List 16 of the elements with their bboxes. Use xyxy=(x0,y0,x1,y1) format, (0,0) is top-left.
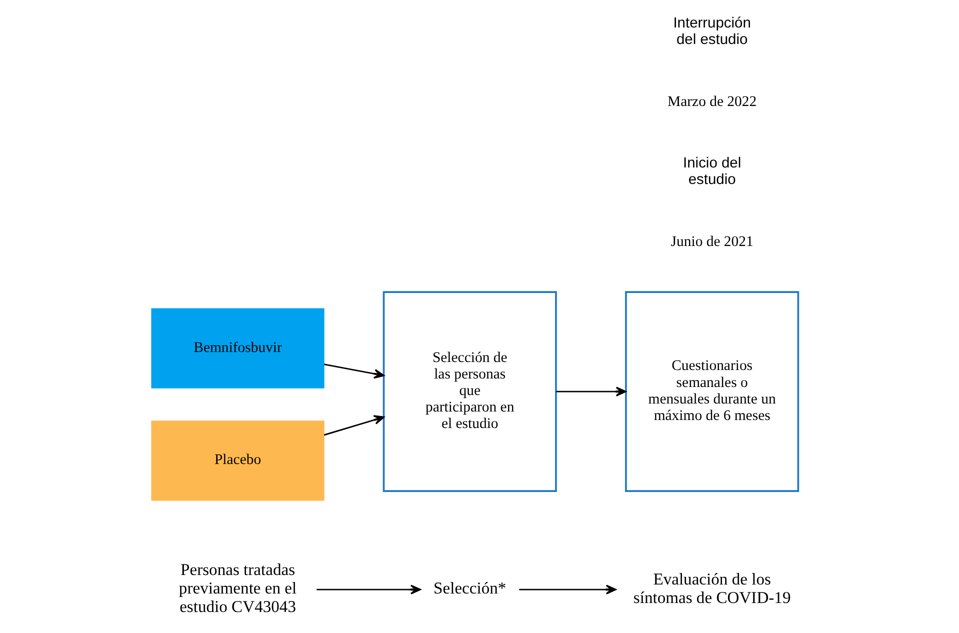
arrow xyxy=(323,415,384,436)
node-box: Bemnifosbuvir xyxy=(150,308,324,388)
node-text: Personas tratadas previamente en el estudio CV43043 xyxy=(178,560,296,616)
label: Marzo de 2022 xyxy=(667,94,756,110)
label: Inicio del estudio xyxy=(682,156,741,188)
node-box: Cuestionarios semanales o mensuales durante un máximo de 6 meses xyxy=(624,291,799,492)
label: Junio de 2021 xyxy=(670,234,753,250)
node-text: Evaluación de los síntomas de COVID-19 xyxy=(632,569,790,607)
label: Interrupción del estudio xyxy=(672,16,750,48)
arrow xyxy=(556,386,626,396)
node-box: Placebo xyxy=(150,420,324,501)
arrow xyxy=(518,584,616,594)
arrow xyxy=(316,584,420,594)
node-text: Selección* xyxy=(433,578,506,598)
arrow xyxy=(323,364,384,379)
node-box: Selección de las personas que participaron en el estudio xyxy=(382,291,556,492)
